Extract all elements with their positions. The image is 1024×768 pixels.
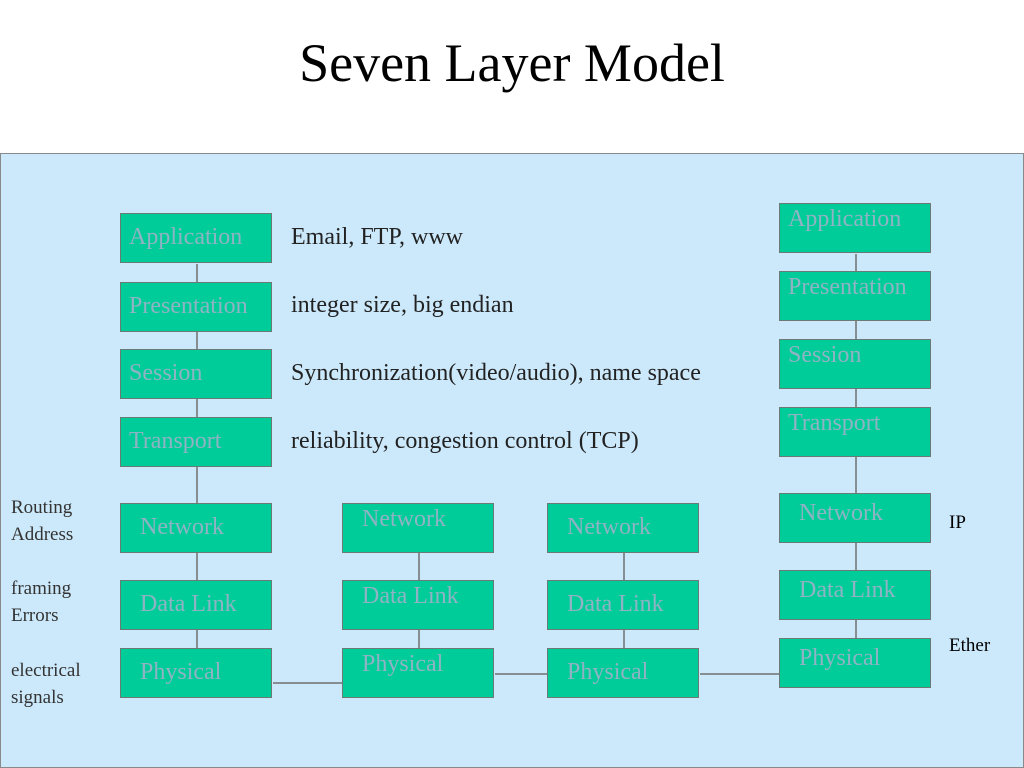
layer-label: Network bbox=[799, 500, 883, 526]
router2-physical-layer: Physical bbox=[547, 648, 699, 698]
layer-label: Data Link bbox=[140, 591, 237, 617]
side-note-line: signals bbox=[11, 687, 64, 708]
side-note-line: Routing bbox=[11, 497, 73, 518]
application-description: Email, FTP, www bbox=[291, 224, 464, 250]
right-transport-layer: Transport bbox=[779, 407, 931, 457]
router1-physical-layer: Physical bbox=[342, 648, 494, 698]
layer-label: Application bbox=[788, 206, 902, 232]
right-presentation-layer: Presentation bbox=[779, 271, 931, 321]
router2-network-layer: Network bbox=[547, 503, 699, 553]
side-note-line: framing bbox=[11, 578, 72, 599]
right-physical-layer: Physical bbox=[779, 638, 931, 688]
side-note-line: electrical bbox=[11, 660, 81, 681]
layer-label: Network bbox=[567, 514, 651, 540]
left-datalink-layer: Data Link bbox=[120, 580, 272, 630]
layer-label: Transport bbox=[129, 428, 222, 454]
side-note-line: Address bbox=[11, 524, 74, 545]
right-application-layer: Application bbox=[779, 203, 931, 253]
layer-label: Physical bbox=[140, 659, 222, 685]
network-side-note: Routing Address bbox=[11, 494, 73, 548]
layer-label: Application bbox=[129, 224, 243, 250]
layer-label: Session bbox=[788, 342, 862, 368]
left-application-layer: Application bbox=[120, 213, 272, 263]
layer-label: Physical bbox=[567, 659, 649, 685]
left-transport-layer: Transport bbox=[120, 417, 272, 467]
left-presentation-layer: Presentation bbox=[120, 282, 272, 332]
layer-label: Presentation bbox=[129, 293, 248, 319]
router1-datalink-layer: Data Link bbox=[342, 580, 494, 630]
right-datalink-layer: Data Link bbox=[779, 570, 931, 620]
ip-tag: IP bbox=[949, 512, 966, 533]
transport-description: reliability, congestion control (TCP) bbox=[291, 428, 639, 454]
layer-label: Data Link bbox=[567, 591, 664, 617]
layer-label: Network bbox=[362, 506, 446, 532]
left-physical-layer: Physical bbox=[120, 648, 272, 698]
layer-label: Transport bbox=[788, 410, 881, 436]
left-session-layer: Session bbox=[120, 349, 272, 399]
left-network-layer: Network bbox=[120, 503, 272, 553]
layer-label: Physical bbox=[362, 651, 444, 677]
presentation-description: integer size, big endian bbox=[291, 292, 514, 318]
datalink-side-note: framing Errors bbox=[11, 575, 71, 629]
right-session-layer: Session bbox=[779, 339, 931, 389]
physical-side-note: electrical signals bbox=[11, 657, 81, 711]
layer-label: Network bbox=[140, 514, 224, 540]
router2-datalink-layer: Data Link bbox=[547, 580, 699, 630]
layer-label: Data Link bbox=[799, 577, 896, 603]
layer-label: Physical bbox=[799, 645, 881, 671]
right-network-layer: Network bbox=[779, 493, 931, 543]
side-note-line: Errors bbox=[11, 605, 59, 626]
slide-title: Seven Layer Model bbox=[299, 33, 725, 93]
layer-label: Presentation bbox=[788, 274, 907, 300]
session-description: Synchronization(video/audio), name space bbox=[291, 360, 701, 386]
layer-label: Session bbox=[129, 360, 203, 386]
diagram-panel: Application Presentation Session Transpo… bbox=[0, 153, 1024, 768]
layer-label: Data Link bbox=[362, 583, 459, 609]
router1-network-layer: Network bbox=[342, 503, 494, 553]
ether-tag: Ether bbox=[949, 635, 991, 656]
